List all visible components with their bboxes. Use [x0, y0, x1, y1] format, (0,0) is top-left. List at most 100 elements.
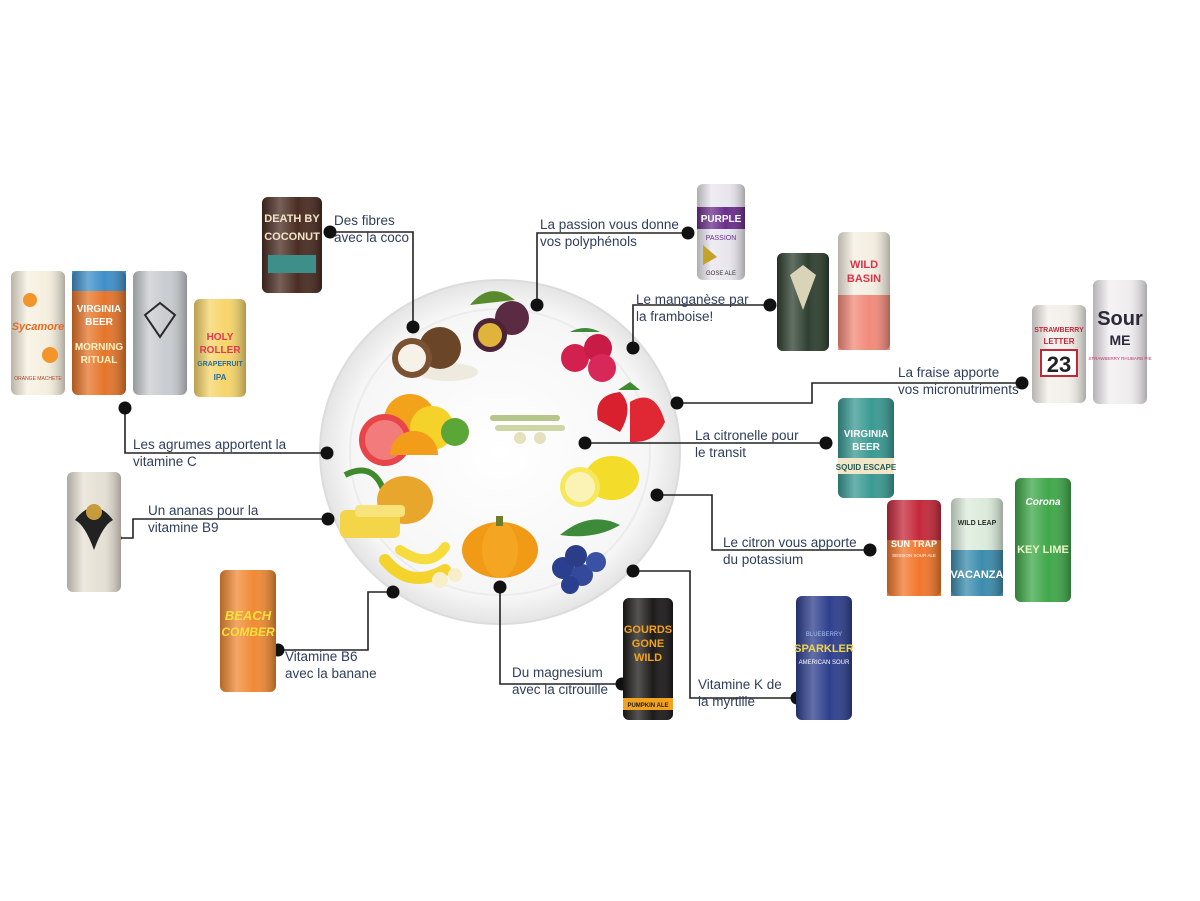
svg-text:BLUEBERRY: BLUEBERRY [806, 632, 842, 638]
svg-text:SESSION SOUR ALE: SESSION SOUR ALE [892, 553, 936, 558]
svg-text:LETTER: LETTER [1043, 337, 1074, 346]
label-coco-line-2: avec la coco [334, 230, 410, 245]
label-banane-line-2: avec la banane [285, 666, 377, 681]
connector-agrumes [124, 408, 327, 454]
label-framboise-line-1: Le manganèse par [636, 292, 749, 307]
svg-text:PURPLE: PURPLE [701, 214, 742, 225]
can-green-stripe [777, 253, 829, 351]
svg-text:VIRGINIA: VIRGINIA [844, 429, 888, 440]
svg-text:SQUID ESCAPE: SQUID ESCAPE [836, 463, 897, 472]
label-fraise: La fraise apporte vos micronutriments [898, 364, 1019, 398]
svg-text:ORANGE MACHETE: ORANGE MACHETE [14, 376, 62, 382]
can-holy-roller: HOLY ROLLER GRAPEFRUIT IPA [194, 299, 246, 397]
label-coco-line-1: Des fibres [334, 213, 395, 228]
svg-text:RITUAL: RITUAL [81, 355, 118, 366]
svg-text:SUN TRAP: SUN TRAP [891, 539, 937, 549]
label-myrtille-line-1: Vitamine K de [698, 677, 782, 692]
label-passion-line-2: vos polyphénols [540, 234, 637, 249]
dot-ananas-fruit [321, 512, 335, 526]
connector-myrtille [633, 570, 797, 699]
dot-agrumes-label [118, 401, 132, 415]
svg-text:23: 23 [1047, 352, 1071, 377]
svg-text:SPARKLER: SPARKLER [794, 643, 854, 655]
can-purple-passion: PURPLE PASSION GOSE ALE [697, 184, 745, 280]
label-citrouille: Du magnesium avec la citrouille [512, 664, 608, 698]
label-fraise-line-1: La fraise apporte [898, 365, 1000, 380]
svg-text:BEER: BEER [852, 442, 881, 453]
svg-text:MORNING: MORNING [75, 342, 124, 353]
coconut-icon [392, 327, 478, 381]
svg-text:PASSION: PASSION [706, 235, 737, 242]
svg-text:GOSE ALE: GOSE ALE [706, 271, 736, 277]
dot-citron-fruit [650, 488, 664, 502]
connector-banane [278, 591, 393, 651]
can-sycamore-orange-machete: Sycamore ORANGE MACHETE [11, 271, 65, 395]
connector-citrouille [499, 587, 622, 685]
label-myrtille-line-2: la myrtille [698, 694, 756, 709]
label-citronelle-line-1: La citronelle pour [695, 428, 799, 443]
label-framboise: Le manganèse par la framboise! [636, 291, 749, 325]
connector-passion [536, 232, 688, 305]
label-banane-line-1: Vitamine B6 [285, 649, 358, 664]
label-citron-line-2: du potassium [723, 552, 804, 567]
label-citronelle-line-2: le transit [695, 445, 747, 460]
svg-text:GRAPEFRUIT: GRAPEFRUIT [197, 361, 243, 368]
can-gourds-gone-wild: GOURDS GONE WILD PUMPKIN ALE [623, 598, 673, 720]
strawberry-icon [597, 382, 665, 443]
raspberry-icon [561, 328, 616, 382]
label-citrouille-line-1: Du magnesium [512, 665, 603, 680]
svg-text:WILD: WILD [850, 259, 878, 271]
lemon-icon [560, 456, 639, 507]
label-agrumes-line-2: vitamine C [133, 454, 197, 469]
svg-text:Corona: Corona [1026, 497, 1061, 508]
label-agrumes-line-1: Les agrumes apportent la [133, 437, 287, 452]
dot-myrtille-fruit [626, 564, 640, 578]
svg-text:ROLLER: ROLLER [199, 345, 241, 356]
can-virginia-beer-squid-escape: VIRGINIA BEER SQUID ESCAPE [836, 398, 897, 498]
connector-coco [330, 231, 414, 327]
can-sour-me: Sour ME STRAWBERRY RHUBARB PIE [1088, 280, 1152, 404]
svg-text:STRAWBERRY: STRAWBERRY [1034, 327, 1084, 334]
label-citron-line-1: Le citron vous apporte [723, 535, 857, 550]
blueberry-icon [552, 519, 620, 594]
svg-text:COMBER: COMBER [221, 625, 275, 639]
dot-framboise-fruit [626, 341, 640, 355]
svg-text:WILD: WILD [634, 652, 662, 664]
svg-text:VIRGINIA: VIRGINIA [77, 304, 121, 315]
svg-text:ME: ME [1110, 332, 1131, 348]
can-death-by-coconut: DEATH BY COCONUT [262, 197, 322, 293]
svg-text:AMERICAN SOUR: AMERICAN SOUR [799, 660, 850, 666]
label-passion-line-1: La passion vous donne [540, 217, 679, 232]
svg-text:WILD LEAP: WILD LEAP [958, 520, 997, 527]
pineapple-icon [340, 467, 433, 538]
can-wild-leap-vacanza: WILD LEAP VACANZA [951, 498, 1004, 596]
dot-citronelle-label [819, 436, 833, 450]
label-agrumes: Les agrumes apportent la vitamine C [133, 436, 286, 470]
connector-citron [657, 494, 870, 551]
label-citronelle: La citronelle pour le transit [695, 427, 799, 461]
dot-framboise-label [763, 298, 777, 312]
dot-citronelle-fruit [578, 436, 592, 450]
label-myrtille: Vitamine K de la myrtille [698, 676, 782, 710]
svg-text:Sycamore: Sycamore [12, 321, 65, 333]
pumpkin-icon [462, 516, 538, 578]
connector-fraise [677, 382, 1022, 404]
dot-coco-label [323, 225, 337, 239]
dot-agrumes-fruit [320, 446, 334, 460]
svg-text:HOLY: HOLY [207, 332, 234, 343]
can-wild-basin: WILD BASIN [838, 232, 890, 350]
connector-ananas [115, 518, 328, 539]
svg-text:VACANZA: VACANZA [951, 569, 1004, 581]
svg-text:PUMPKIN ALE: PUMPKIN ALE [627, 703, 668, 709]
can-corona-key-lime: Corona KEY LIME [1015, 478, 1071, 602]
can-sun-trap: SUN TRAP SESSION SOUR ALE [887, 500, 941, 596]
svg-text:KEY LIME: KEY LIME [1017, 544, 1069, 556]
can-silver [133, 271, 187, 395]
label-banane: Vitamine B6 avec la banane [285, 648, 377, 682]
can-blueberry-sparkler: BLUEBERRY SPARKLER AMERICAN SOUR [794, 596, 854, 720]
dot-passion-fruit [530, 298, 544, 312]
label-ananas-line-1: Un ananas pour la [148, 503, 259, 518]
dot-coco-fruit [406, 320, 420, 334]
label-framboise-line-2: la framboise! [636, 309, 714, 324]
